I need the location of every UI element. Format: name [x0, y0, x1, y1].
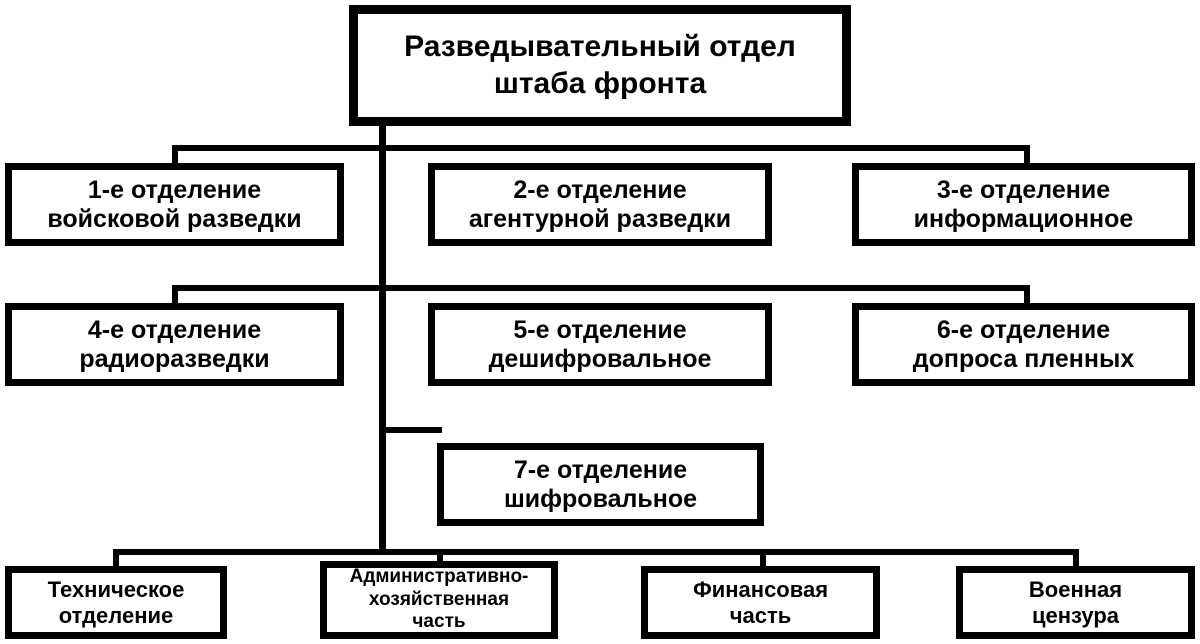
- connector-drop-dept6: [1024, 285, 1030, 308]
- connector-drop-dept3: [1024, 145, 1030, 168]
- connector-drop-unit3: [760, 549, 766, 570]
- connector-bus-row1: [172, 145, 1030, 151]
- node-department-7[interactable]: 7-е отделение шифровальное: [437, 443, 764, 526]
- connector-drop-dept4: [172, 285, 178, 308]
- connector-stub-dept7: [384, 427, 442, 433]
- connector-main-trunk: [379, 124, 386, 554]
- connector-drop-dept1: [172, 145, 178, 168]
- node-department-5[interactable]: 5-е отделение дешифровальное: [428, 303, 772, 386]
- connector-drop-unit4: [1073, 549, 1079, 570]
- connector-drop-unit1: [113, 549, 119, 570]
- node-department-4[interactable]: 4-е отделение радиоразведки: [5, 303, 344, 386]
- node-unit-4[interactable]: Военная цензура: [956, 566, 1195, 639]
- node-department-3[interactable]: 3-е отделение информационное: [852, 163, 1195, 246]
- node-root[interactable]: Разведывательный отдел штаба фронта: [349, 5, 851, 126]
- node-unit-3[interactable]: Финансовая часть: [641, 566, 880, 639]
- node-department-6[interactable]: 6-е отделение допроса пленных: [852, 303, 1195, 386]
- connector-bus-row2: [172, 285, 1030, 291]
- node-unit-1[interactable]: Техническое отделение: [5, 566, 227, 639]
- node-department-1[interactable]: 1-е отделение войсковой разведки: [5, 163, 344, 246]
- node-department-2[interactable]: 2-е отделение агентурной разведки: [428, 163, 772, 246]
- node-unit-2[interactable]: Административно- хозяйственная часть: [320, 561, 558, 639]
- connector-drop-unit2: [437, 549, 443, 565]
- connector-bus-units: [113, 549, 1079, 555]
